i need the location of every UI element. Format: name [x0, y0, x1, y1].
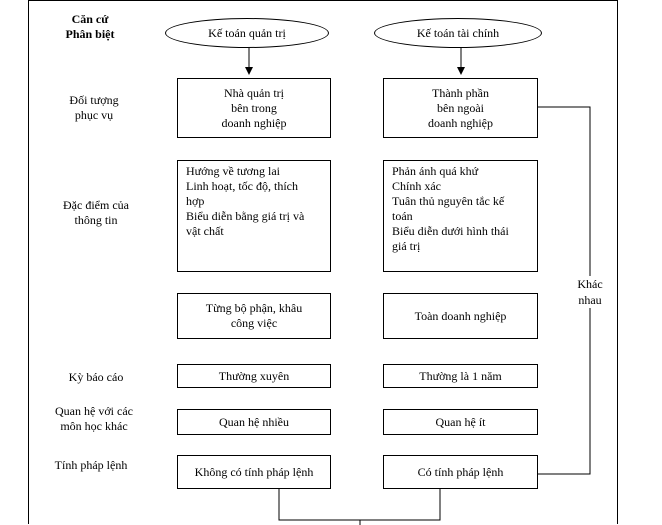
box-left-period: Thường xuyên: [177, 364, 331, 388]
column-title-right: Kế toán tài chính: [374, 18, 542, 48]
info-right-line: Tuân thủ nguyên tắc kế toán: [392, 194, 505, 223]
box-right-period: Thường là 1 năm: [383, 364, 538, 388]
box-left-scope: Từng bộ phận, khâu công việc: [177, 293, 331, 339]
bottom-connector: [278, 488, 441, 521]
header-title: Căn cứ Phân biệt: [65, 12, 115, 41]
info-right-line: Biểu diễn dưới hình thái giá trị: [392, 224, 509, 253]
box-right-audience: Thành phần bên ngoài doanh nghiệp: [383, 78, 538, 138]
box-left-relation: Quan hệ nhiều: [177, 409, 331, 435]
box-left-info: Hướng về tương lai Linh hoạt, tốc độ, th…: [177, 160, 331, 272]
criterion-label-relation: Quan hệ với các môn học khác: [55, 404, 133, 433]
info-right-line: Chính xác: [392, 179, 441, 193]
info-left-line: Linh hoạt, tốc độ, thích hợp: [186, 179, 298, 208]
criterion-label-period: Kỳ báo cáo: [68, 370, 124, 384]
box-right-info: Phản ánh quá khứ Chính xác Tuân thủ nguy…: [383, 160, 538, 272]
info-right-line: Phản ánh quá khứ: [392, 164, 479, 178]
info-left-line: Hướng về tương lai: [186, 164, 281, 178]
box-right-scope: Toàn doanh nghiệp: [383, 293, 538, 339]
criterion-label-audience: Đối tượng phục vụ: [69, 93, 119, 122]
criterion-label-info: Đặc điểm của thông tin: [63, 198, 129, 227]
box-left-audience: Nhà quản trị bên trong doanh nghiệp: [177, 78, 331, 138]
criterion-label-legal: Tính pháp lệnh: [54, 458, 128, 472]
diagram-frame: [28, 0, 618, 524]
info-left-line: Biểu diễn bằng giá trị và vật chất: [186, 209, 305, 238]
side-label-different: Khác nhau: [570, 276, 610, 308]
box-right-legal: Có tính pháp lệnh: [383, 455, 538, 489]
column-title-left: Kế toán quản trị: [165, 18, 329, 48]
box-right-relation: Quan hệ ít: [383, 409, 538, 435]
box-left-legal: Không có tính pháp lệnh: [177, 455, 331, 489]
